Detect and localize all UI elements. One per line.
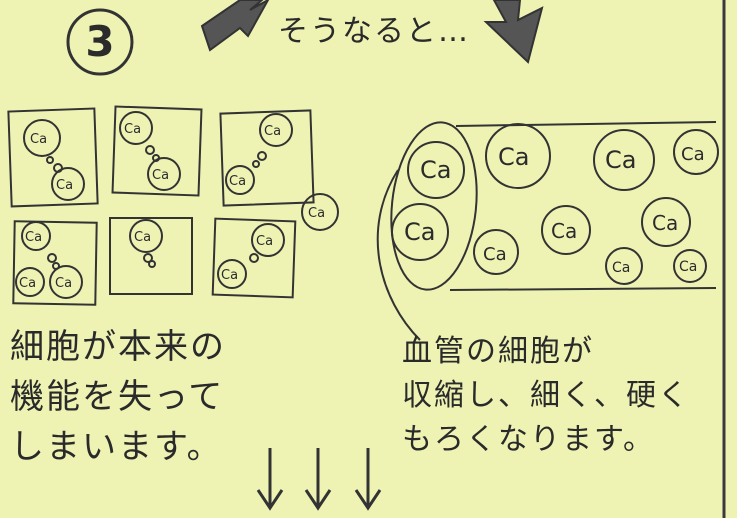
svg-text:Ca: Ca (56, 178, 73, 193)
svg-text:Ca: Ca (55, 276, 72, 291)
svg-text:Ca: Ca (152, 168, 169, 183)
left-caption: 細胞が本来の 機能を失って しまいます。 (10, 322, 226, 472)
cell-grid (7, 105, 315, 306)
svg-text:Ca: Ca (256, 234, 273, 249)
svg-text:Ca: Ca (681, 144, 705, 165)
svg-text:Ca: Ca (124, 122, 141, 137)
svg-text:Ca: Ca (652, 211, 678, 235)
svg-text:Ca: Ca (679, 259, 697, 275)
right-caption-line: 収縮し、細く、硬く (402, 378, 690, 413)
left-caption-line: 機能を失って (10, 377, 225, 417)
vessel-ca-labels: Ca Ca Ca Ca Ca Ca Ca Ca Ca Ca (404, 143, 705, 276)
left-caption-line: しまいます。 (10, 427, 223, 467)
right-caption-line: もろくなります。 (402, 422, 655, 457)
svg-text:Ca: Ca (30, 132, 47, 147)
right-caption: 血管の細胞が 収縮し、細く、硬く もろくなります。 (402, 330, 690, 462)
step-number: 3 (85, 17, 115, 66)
svg-text:Ca: Ca (612, 260, 630, 276)
cell-ca-circles (15, 111, 339, 299)
right-caption-line: 血管の細胞が (402, 334, 594, 369)
svg-text:Ca: Ca (134, 230, 151, 245)
step-number-circle (66, 8, 134, 76)
svg-text:Ca: Ca (551, 219, 577, 243)
svg-text:Ca: Ca (25, 230, 42, 245)
left-down-arrow-icon (200, 0, 270, 52)
svg-text:Ca: Ca (229, 174, 246, 189)
svg-text:Ca: Ca (605, 146, 636, 174)
svg-text:Ca: Ca (19, 276, 36, 291)
cell-ca-labels: Ca Ca Ca Ca Ca Ca Ca Ca Ca Ca Ca Ca Ca (19, 122, 325, 291)
svg-text:Ca: Ca (420, 156, 451, 184)
left-caption-line: 細胞が本来の (10, 327, 226, 367)
down-arrows-icon (256, 448, 382, 511)
right-down-arrow-icon (483, 0, 544, 64)
svg-text:Ca: Ca (221, 268, 238, 283)
svg-text:Ca: Ca (483, 244, 507, 265)
svg-text:Ca: Ca (498, 143, 529, 171)
svg-text:Ca: Ca (404, 218, 435, 246)
heading-text: そうなると… (278, 14, 470, 49)
svg-text:Ca: Ca (264, 124, 281, 139)
svg-text:Ca: Ca (308, 206, 325, 221)
blood-vessel (376, 121, 719, 341)
